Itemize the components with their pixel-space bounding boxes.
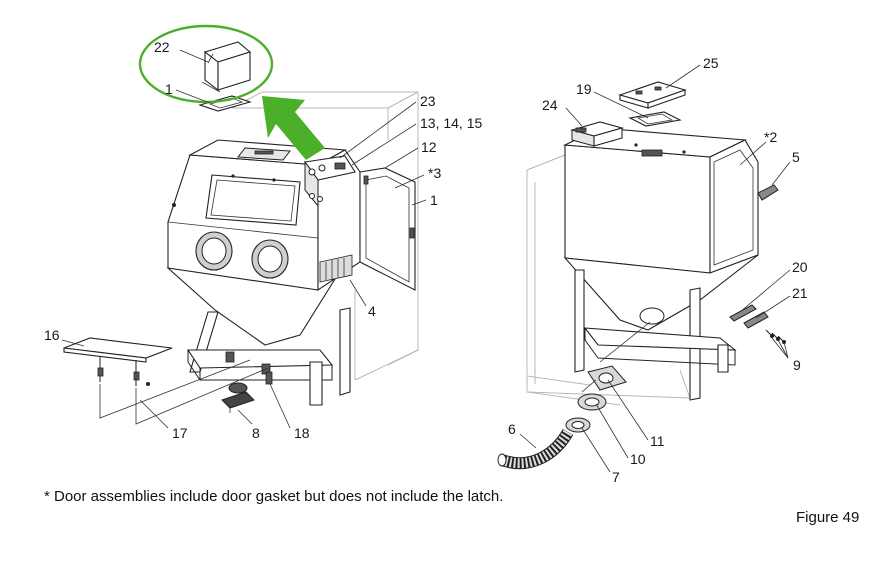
left-ghost-frame [231, 91, 419, 381]
callout-2: *2 [764, 129, 777, 145]
screws-9 [765, 329, 786, 344]
left-cabinet-assembly [63, 24, 419, 413]
callout-7: 7 [612, 469, 620, 485]
callout-numbers: 22 1 23 13, 14, 15 12 *3 1 4 16 17 8 18 … [44, 39, 808, 485]
adapter-10 [577, 379, 607, 411]
callout-23: 23 [420, 93, 436, 109]
gasket-1-top [198, 95, 252, 112]
latch-5 [757, 184, 779, 201]
foot-pedal [221, 382, 255, 413]
callout-17: 17 [172, 425, 188, 441]
callout-10: 10 [630, 451, 646, 467]
hardware-18 [265, 371, 273, 385]
filter-highlight-ring [138, 24, 274, 104]
gasket-19 [628, 111, 682, 127]
callout-6: 6 [508, 421, 516, 437]
viewing-window [205, 174, 301, 226]
control-box [304, 155, 356, 208]
callout-20: 20 [792, 259, 808, 275]
callout-24: 24 [542, 97, 558, 113]
part-21 [743, 311, 769, 329]
right-cabinet-assembly [497, 81, 786, 470]
callout-1-door: 1 [430, 192, 438, 208]
leader-lines [61, 49, 791, 473]
callout-4: 4 [368, 303, 376, 319]
callout-21: 21 [792, 285, 808, 301]
callout-19: 19 [576, 81, 592, 97]
figure-label: Figure 49 [796, 509, 860, 526]
side-table [63, 337, 173, 386]
callout-18: 18 [294, 425, 310, 441]
component-24 [569, 121, 625, 147]
filter-22 [201, 41, 252, 93]
left-stand [186, 307, 351, 406]
callout-25: 25 [703, 55, 719, 71]
footnote: * Door assemblies include door gasket bu… [44, 488, 504, 505]
part-20 [729, 304, 757, 322]
callout-5: 5 [792, 149, 800, 165]
callout-1-gasket: 1 [165, 81, 173, 97]
left-open-door [359, 167, 416, 291]
left-grille [319, 254, 353, 283]
callout-3: *3 [428, 165, 441, 181]
glove-ports [195, 231, 289, 279]
callout-22: 22 [154, 39, 170, 55]
callout-13-14-15: 13, 14, 15 [420, 115, 482, 131]
callout-8: 8 [252, 425, 260, 441]
callout-16: 16 [44, 327, 60, 343]
component-25 [618, 81, 687, 109]
adapter-7 [565, 417, 591, 433]
callout-9: 9 [793, 357, 801, 373]
upward-arrow-icon [262, 96, 325, 160]
hose-6 [497, 428, 574, 470]
right-cabinet-front [564, 144, 711, 274]
right-cabinet-side [709, 139, 759, 274]
callout-11: 11 [650, 433, 665, 449]
callout-12: 12 [421, 139, 437, 155]
